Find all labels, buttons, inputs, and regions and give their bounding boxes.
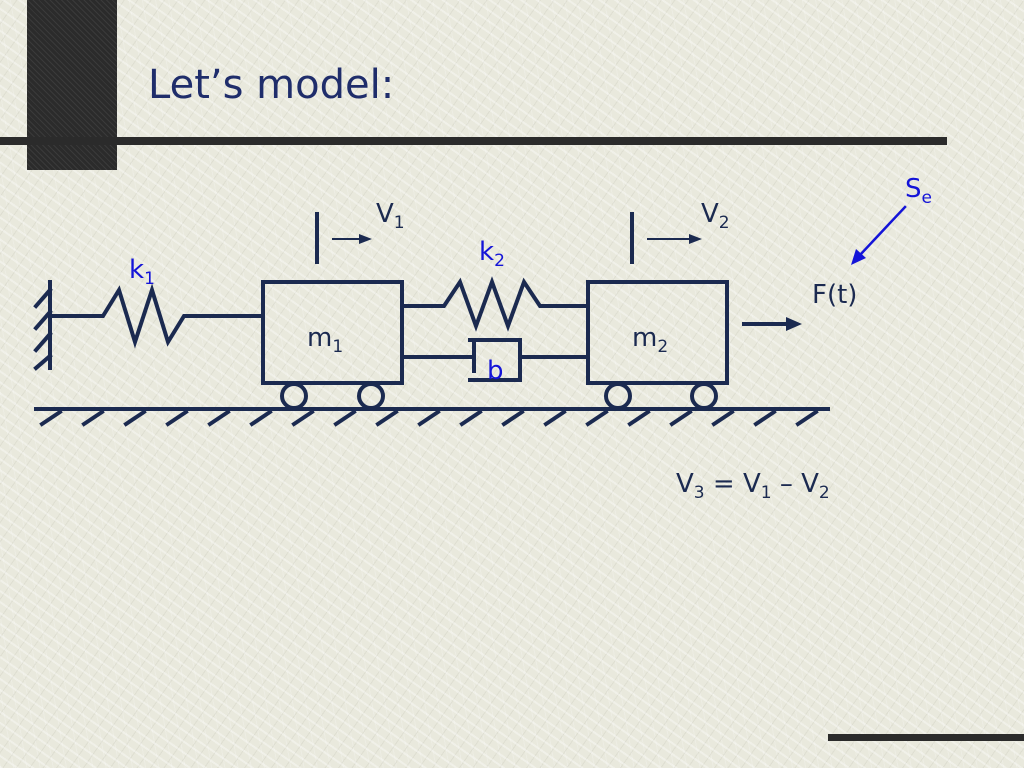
source-label: Se xyxy=(905,174,932,208)
source-arrow-shaft xyxy=(858,205,907,257)
velocity-1-label: V1 xyxy=(376,199,405,233)
title-rule xyxy=(0,137,947,145)
mass-2-wheel-right xyxy=(690,382,718,410)
spring-k1-label: k1 xyxy=(129,255,155,289)
spring-k1 xyxy=(48,283,264,349)
mass-2-wheel-left xyxy=(604,382,632,410)
velocity-1-indicator xyxy=(315,212,361,264)
velocity-equation: V3 = V1 – V2 xyxy=(676,469,830,503)
ground xyxy=(34,407,830,427)
velocity-2-indicator xyxy=(630,212,691,264)
mass-1-block xyxy=(261,280,404,385)
wall xyxy=(33,280,53,371)
spring-k2 xyxy=(400,276,590,332)
velocity-1-arrowhead xyxy=(359,234,372,244)
velocity-2-label: V2 xyxy=(701,199,730,233)
mass-1-wheel-right xyxy=(357,382,385,410)
mass-1-wheel-left xyxy=(280,382,308,410)
source-arrowhead xyxy=(851,249,866,265)
mass-1-label: m1 xyxy=(307,323,343,357)
slide-title: Let’s model: xyxy=(148,62,395,108)
force-arrowhead xyxy=(786,317,802,331)
mass-2-label: m2 xyxy=(632,323,668,357)
mass-2-block xyxy=(586,280,729,385)
damper-label: b xyxy=(487,356,504,386)
spring-k2-label: k2 xyxy=(479,237,505,271)
footer-rule xyxy=(828,734,1024,741)
force-label: F(t) xyxy=(812,280,857,310)
velocity-2-arrowhead xyxy=(689,234,702,244)
damper xyxy=(400,338,590,382)
